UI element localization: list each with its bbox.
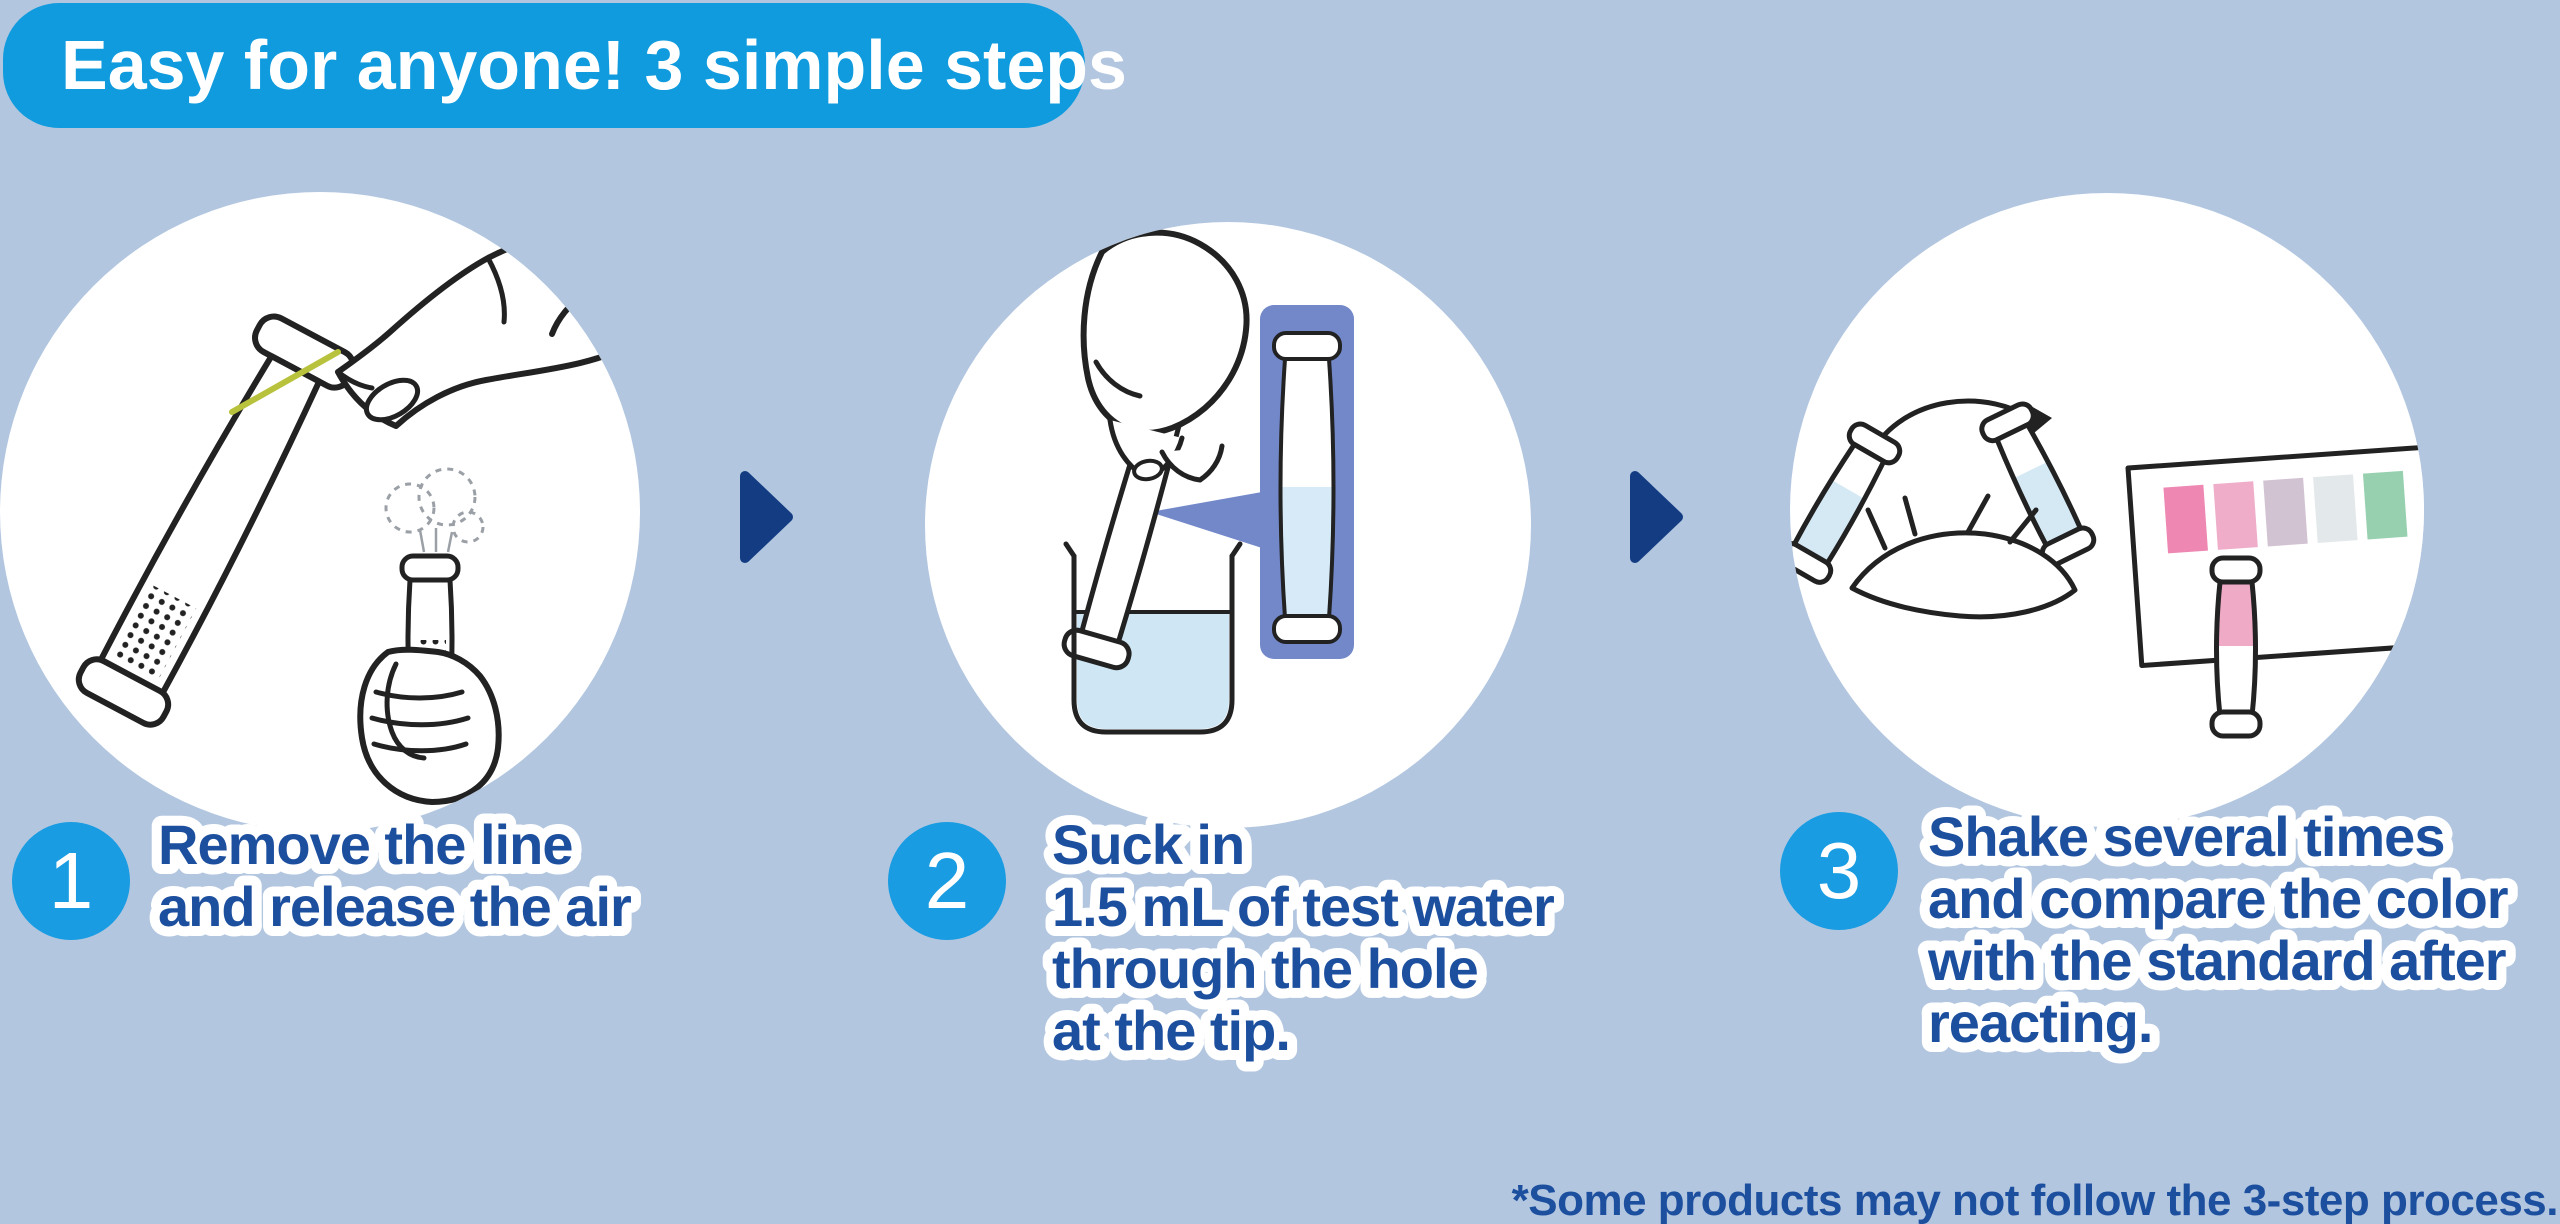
next-step-arrow-icon xyxy=(740,471,793,563)
standard-swatch-4 xyxy=(2313,474,2358,543)
dipping-hand xyxy=(1080,229,1250,483)
step3-illustration xyxy=(1790,398,2424,739)
step2-caption-line3: through the hole xyxy=(1052,937,1478,1000)
color-standard-card xyxy=(2125,443,2424,669)
header-banner: Easy for anyone! 3 simple steps xyxy=(3,3,1127,128)
air-puff-cloud xyxy=(384,467,485,544)
step3-caption: Shake several times and compare the colo… xyxy=(1917,795,2519,1064)
footnote-text: *Some products may not follow the 3-step… xyxy=(1511,1176,2559,1224)
thumbnail xyxy=(363,377,421,423)
shaking-hand xyxy=(1849,493,2078,620)
step3-number: 3 xyxy=(1816,826,1862,915)
dotted-band xyxy=(112,584,197,683)
step1-caption-line1: Remove the line xyxy=(158,813,572,876)
step2-number-badge: 2 xyxy=(888,822,1006,940)
step3-number-badge: 3 xyxy=(1780,812,1898,930)
step3-circle xyxy=(1790,193,2424,827)
result-tube xyxy=(2209,555,2263,739)
pinching-hand xyxy=(335,226,640,429)
step2-illustration xyxy=(1061,229,1354,735)
step1-number: 1 xyxy=(48,836,94,925)
step1-circle xyxy=(0,192,640,832)
step2-caption-line2: 1.5 mL of test water xyxy=(1052,875,1554,938)
zoom-callout-wedge xyxy=(1150,492,1262,548)
fingernail xyxy=(1132,458,1164,482)
step1-caption-line2: and release the air xyxy=(158,875,631,938)
standard-swatch-1 xyxy=(2163,484,2208,554)
tube-zoom-inset xyxy=(1260,305,1354,659)
step2-caption-line4: at the tip. xyxy=(1052,999,1290,1062)
standard-swatch-5 xyxy=(2362,470,2408,540)
holding-fist xyxy=(357,646,502,805)
step2-caption-line1: Suck in xyxy=(1052,813,1244,876)
step3-caption-line3: with the standard after xyxy=(1927,929,2506,992)
footnote: *Some products may not follow the 3-step… xyxy=(1511,1176,2559,1224)
standard-swatch-3 xyxy=(2263,477,2308,547)
standard-swatch-2 xyxy=(2213,481,2258,550)
step1-illustration xyxy=(75,226,640,805)
step3-caption-line2: and compare the color xyxy=(1928,867,2508,930)
test-stick xyxy=(75,313,357,728)
pull-line xyxy=(229,349,341,415)
step1-number-badge: 1 xyxy=(12,822,130,940)
step3-caption-line4: reacting. xyxy=(1928,991,2152,1054)
step2-caption: Suck in 1.5 mL of test water through the… xyxy=(1042,803,1565,1072)
step1-caption: Remove the line and release the air xyxy=(148,803,642,948)
header-title: Easy for anyone! 3 simple steps xyxy=(61,26,1127,104)
result-tube-color xyxy=(2217,582,2255,646)
step2-circle xyxy=(925,222,1531,828)
shaken-tube-left xyxy=(1790,421,1903,585)
step2-number: 2 xyxy=(924,836,970,925)
air-release-lines xyxy=(418,528,454,553)
step3-caption-line1: Shake several times xyxy=(1928,805,2444,868)
inset-water-level xyxy=(1280,487,1334,618)
beaker-outline xyxy=(1071,553,1235,735)
next-step-arrow-icon xyxy=(1630,471,1683,563)
